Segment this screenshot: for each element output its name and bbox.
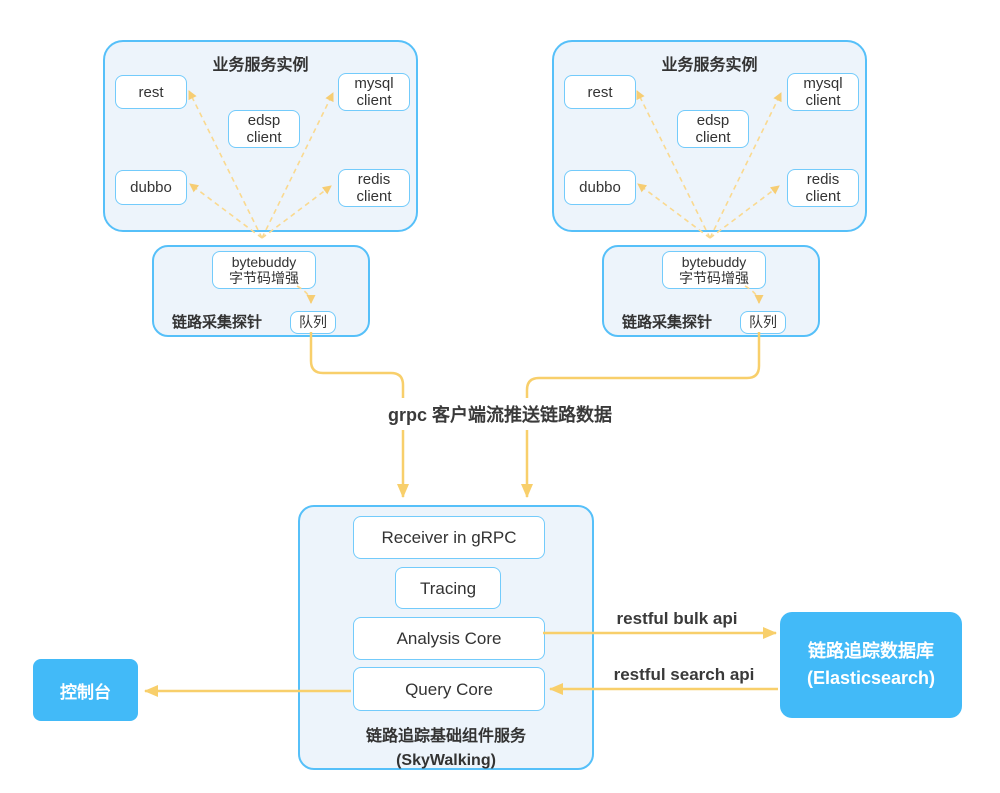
elasticsearch-box: 链路追踪数据库 (Elasticsearch) — [780, 612, 962, 718]
node-rest: rest — [564, 75, 636, 109]
node-redis-client: redis client — [787, 169, 859, 207]
node-mysql-client: mysql client — [787, 73, 859, 111]
restful-search-api-label: restful search api — [613, 665, 755, 684]
trace-probe-right: bytebuddy 字节码增强 链路采集探针 队列 — [602, 245, 820, 337]
module-tracing: Tracing — [395, 567, 501, 609]
node-bytebuddy: bytebuddy 字节码增强 — [212, 251, 316, 289]
trace-probe-left: bytebuddy 字节码增强 链路采集探针 队列 — [152, 245, 370, 337]
node-queue: 队列 — [290, 311, 336, 334]
service-cluster-left: 业务服务实例 rest mysql client edsp client dub… — [103, 40, 418, 232]
node-edsp-client: edsp client — [228, 110, 300, 148]
skywalking-caption: 链路追踪基础组件服务 (SkyWalking) — [365, 728, 526, 769]
restful-bulk-api-label: restful bulk api — [616, 609, 738, 628]
module-analysis-core: Analysis Core — [353, 617, 545, 660]
node-edsp-client: edsp client — [677, 110, 749, 148]
node-queue: 队列 — [740, 311, 786, 334]
node-bytebuddy: bytebuddy 字节码增强 — [662, 251, 766, 289]
node-redis-client: redis client — [338, 169, 410, 207]
module-query-core: Query Core — [353, 667, 545, 711]
cluster-title: 业务服务实例 — [212, 57, 309, 74]
skywalking-service-box: Receiver in gRPC Tracing Analysis Core Q… — [298, 505, 594, 770]
node-rest: rest — [115, 75, 187, 109]
console-box: 控制台 — [33, 659, 138, 721]
probe-label: 链路采集探针 — [622, 314, 713, 331]
node-mysql-client: mysql client — [338, 73, 410, 111]
module-receiver-in-grpc: Receiver in gRPC — [353, 516, 545, 559]
node-dubbo: dubbo — [564, 170, 636, 205]
service-cluster-right: 业务服务实例 rest mysql client edsp client dub… — [552, 40, 867, 232]
node-dubbo: dubbo — [115, 170, 187, 205]
probe-label: 链路采集探针 — [172, 314, 263, 331]
cluster-title: 业务服务实例 — [661, 57, 758, 74]
grpc-push-label: grpc 客户端流推送链路数据 — [381, 398, 619, 430]
